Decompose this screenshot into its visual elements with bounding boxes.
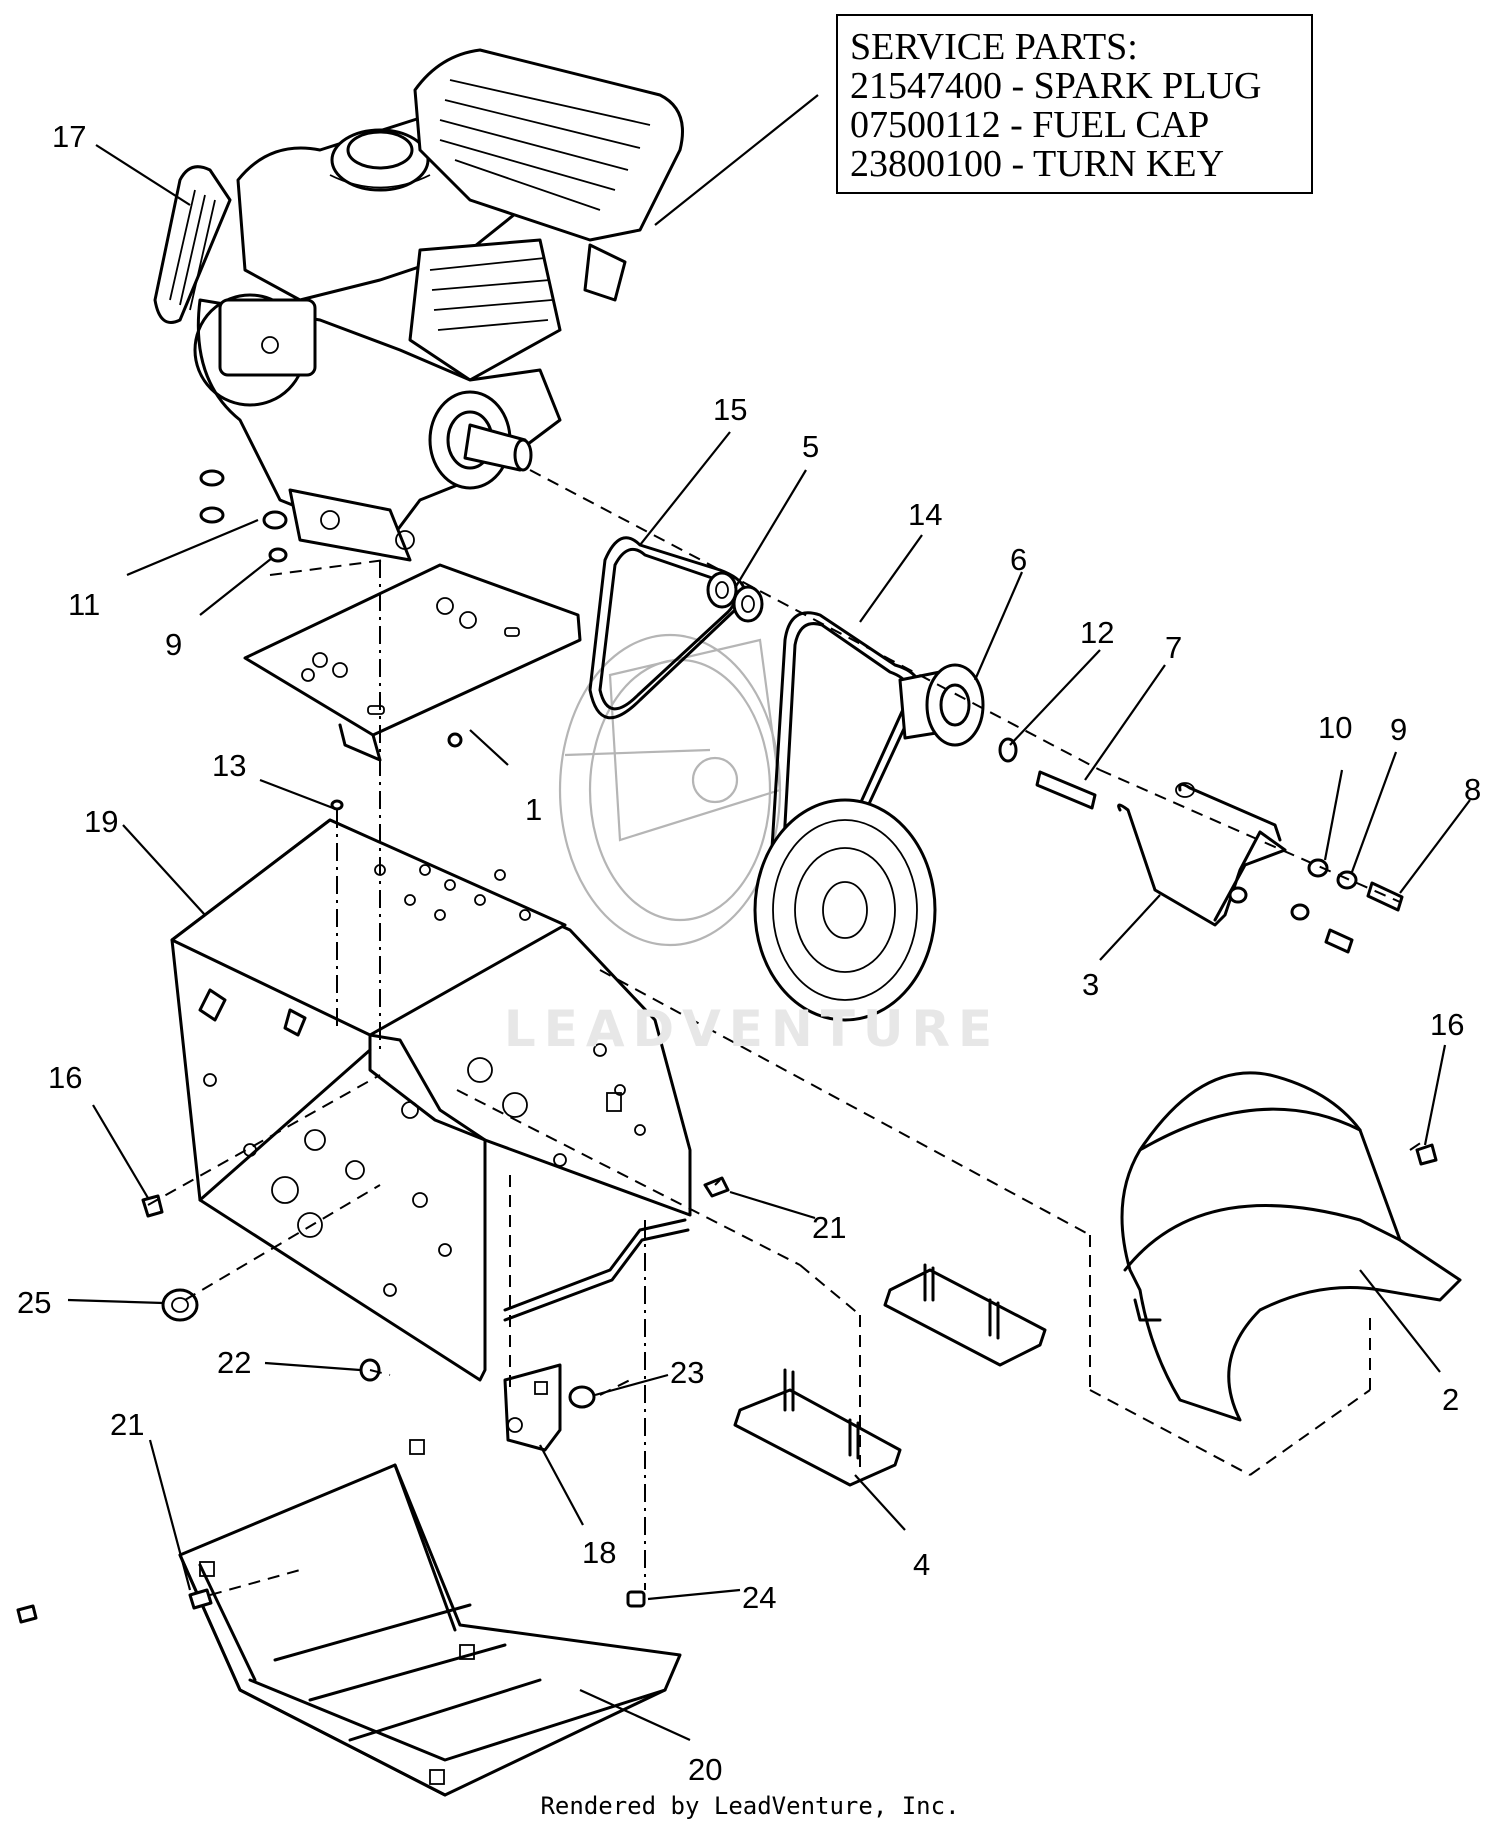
callout-9-right: 9 [1390, 712, 1407, 747]
callout-8: 8 [1464, 772, 1481, 807]
render-credit: Rendered by LeadVenture, Inc. [540, 1792, 960, 1820]
callout-24: 24 [742, 1580, 776, 1615]
callout-16-right: 16 [1430, 1007, 1464, 1042]
auger-pulley [753, 798, 937, 1022]
belt-keeper [1117, 782, 1287, 927]
service-parts-box: SERVICE PARTS: 21547400 - SPARK PLUG 075… [836, 14, 1313, 194]
callout-numbers: 17 15 5 14 6 12 7 10 9 8 3 11 9 13 19 1 … [17, 119, 1481, 1787]
frame [170, 818, 692, 1382]
callout-9-left: 9 [165, 627, 182, 662]
bolt-8 [1366, 881, 1404, 912]
callout-16-left: 16 [48, 1060, 82, 1095]
callout-23: 23 [670, 1355, 704, 1390]
belt-cover [1120, 1071, 1462, 1422]
loose-hardware-11-9 [199, 469, 288, 563]
drive-pulley-ghost [558, 633, 782, 947]
skid-shoe-upper [883, 1263, 1047, 1367]
service-part-fuel-cap: 07500112 - FUEL CAP [850, 104, 1210, 146]
callout-19: 19 [84, 804, 118, 839]
watermark-text: LEADVENTURE [503, 1000, 1001, 1058]
leader-lines [67, 94, 1471, 1742]
callout-1: 1 [525, 792, 542, 827]
callout-12: 12 [1080, 615, 1114, 650]
spacers [706, 571, 764, 623]
callout-15: 15 [713, 392, 747, 427]
callout-21-lower: 21 [110, 1407, 144, 1442]
callout-25: 25 [17, 1285, 51, 1320]
callout-7: 7 [1165, 630, 1182, 665]
bracket [503, 1363, 562, 1452]
bottom-pan [178, 1439, 682, 1797]
callout-13: 13 [212, 748, 246, 783]
callout-17: 17 [52, 119, 86, 154]
engine-assembly [153, 48, 684, 562]
callout-2: 2 [1442, 1382, 1459, 1417]
service-part-spark-plug: 21547400 - SPARK PLUG [850, 65, 1262, 107]
service-parts-heading: SERVICE PARTS: [850, 26, 1138, 68]
assembly-guide-lines [147, 469, 1426, 1596]
callout-20: 20 [688, 1752, 722, 1787]
shift-rod [503, 1218, 690, 1322]
callout-3: 3 [1082, 967, 1099, 1002]
callout-11: 11 [68, 587, 100, 622]
engine-plate [243, 563, 582, 762]
skid-shoe-lower [733, 1368, 902, 1487]
callout-21-upper: 21 [812, 1210, 846, 1245]
service-part-turn-key: 23800100 - TURN KEY [850, 143, 1225, 185]
lock-washer-9 [1336, 870, 1358, 890]
engine-pulley [898, 663, 985, 747]
washer-10 [1307, 858, 1329, 878]
callout-22: 22 [217, 1345, 251, 1380]
callout-6: 6 [1010, 542, 1027, 577]
callout-14: 14 [908, 497, 942, 532]
bolt-7 [1035, 770, 1097, 810]
washer-12 [998, 737, 1018, 763]
callout-18: 18 [582, 1535, 616, 1570]
callout-10: 10 [1318, 710, 1352, 745]
callout-5: 5 [802, 429, 819, 464]
callout-4: 4 [913, 1547, 930, 1582]
